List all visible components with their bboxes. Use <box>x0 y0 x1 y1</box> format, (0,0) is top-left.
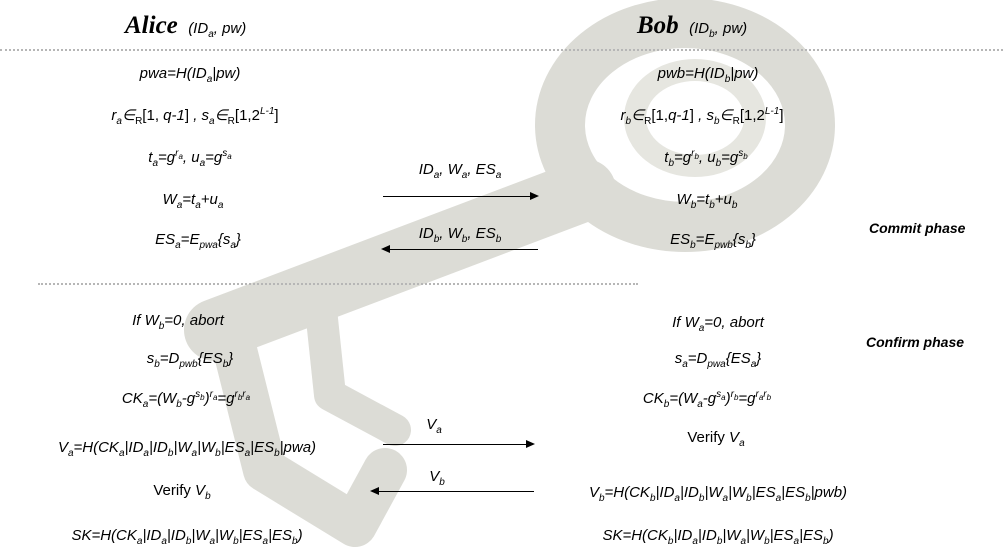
message-1-label: IDa, Wa, ESa <box>418 161 502 181</box>
bob-vb: Vb=H(CKb|IDa|IDb|Wa|Wb|ESa|ESb|pwb) <box>588 484 848 504</box>
alice-pwa: pwa=H(IDa|pw) <box>139 65 241 85</box>
message-4-label: Vb <box>429 468 445 488</box>
bob-name: Bob <box>637 12 679 39</box>
alice-t-u: ta=gra, ua=gsa <box>148 148 232 169</box>
alice-w: Wa=ta+ua <box>162 191 224 211</box>
bob-decrypt: sa=Dpwa{ESa} <box>674 350 762 370</box>
bob-pwb: pwb=H(IDb|pw) <box>657 65 759 85</box>
bob-sk: SK=H(CKb|IDa|IDb|Wa|Wb|ESa|ESb) <box>602 527 834 547</box>
bob-params: (IDb, pw) <box>689 20 748 40</box>
bob-w: Wb=tb+ub <box>676 191 738 211</box>
arrow-bob-to-alice-confirm <box>370 486 534 495</box>
alice-va: Va=H(CKa|IDa|IDb|Wa|Wb|ESa|ESb|pwa) <box>57 439 317 459</box>
bob-abort-check: If Wa=0, abort <box>672 314 764 334</box>
bob-verify-va: Verify Va <box>687 429 745 449</box>
alice-ck: CKa=(Wb-gsb)ra=grbra <box>121 389 251 410</box>
alice-sk: SK=H(CKa|IDa|IDb|Wa|Wb|ESa|ESb) <box>71 527 303 547</box>
bob-ck: CKb=(Wa-gsa)rb=grarb <box>642 389 772 410</box>
alice-verify-vb: Verify Vb <box>153 482 211 502</box>
alice-random-values: ra∈R[1, q-1] , sa∈R[1,2L-1] <box>111 106 279 127</box>
alice-params: (IDa, pw) <box>188 20 247 40</box>
separator-top <box>0 49 1003 51</box>
bob-es: ESb=Epwb{sb} <box>670 231 756 251</box>
bob-t-u: tb=grb, ub=gsb <box>664 148 748 169</box>
alice-title: Alice (IDa, pw) <box>125 12 246 40</box>
alice-name: Alice <box>125 12 178 39</box>
alice-decrypt: sb=Dpwb{ESb} <box>146 350 234 370</box>
separator-middle <box>38 283 638 285</box>
arrow-alice-to-bob-confirm <box>383 439 535 448</box>
message-2-label: IDb, Wb, ESb <box>418 225 502 245</box>
bob-random-values: rb∈R[1,q-1] , sb∈R[1,2L-1] <box>620 106 784 127</box>
arrow-bob-to-alice-commit <box>381 244 538 253</box>
commit-phase-label: Commit phase <box>869 220 966 236</box>
message-3-label: Va <box>426 416 442 436</box>
alice-es: ESa=Epwa{sa} <box>155 231 241 251</box>
arrow-alice-to-bob-commit <box>383 191 539 200</box>
bob-title: Bob (IDb, pw) <box>637 12 747 40</box>
confirm-phase-label: Confirm phase <box>866 334 965 350</box>
alice-abort-check: If Wb=0, abort <box>132 312 224 332</box>
